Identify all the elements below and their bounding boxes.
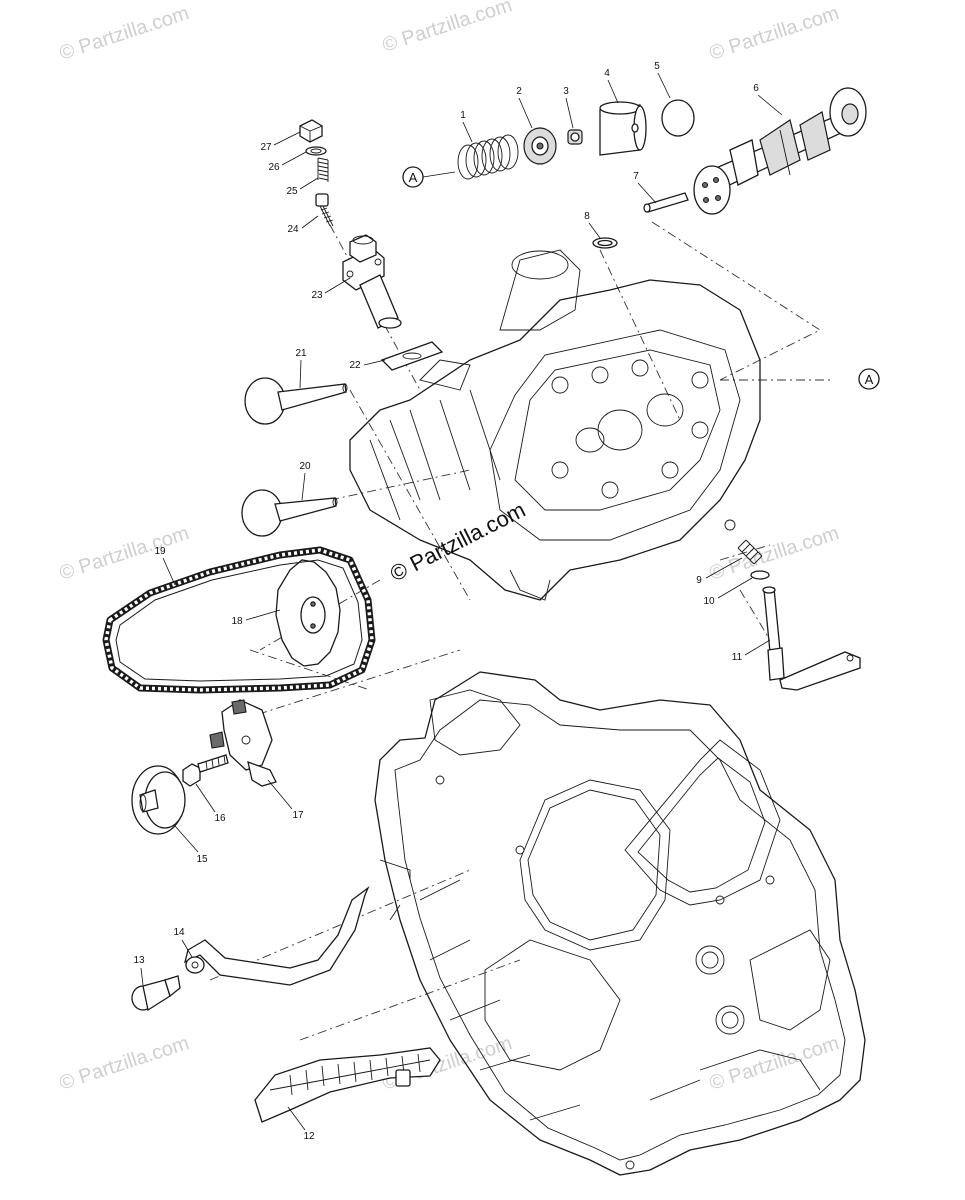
svg-text:16: 16 bbox=[214, 813, 226, 824]
callout-16: 16 bbox=[195, 783, 226, 824]
watermark-center: © Partzilla.com bbox=[386, 497, 529, 587]
cam-chain-tensioner-part bbox=[342, 234, 402, 329]
callout-14: 14 bbox=[173, 927, 193, 958]
callout-18: 18 bbox=[231, 609, 281, 627]
callout-6: 6 bbox=[753, 83, 783, 116]
svg-text:13: 13 bbox=[133, 955, 145, 966]
callout-labels: 1 2 3 4 5 6 7 8 bbox=[133, 61, 783, 1142]
callout-11: 11 bbox=[732, 639, 771, 663]
watermark-top-center: © Partzilla.com bbox=[380, 0, 515, 57]
pivot-bolt-part bbox=[131, 975, 181, 1012]
callout-1: 1 bbox=[460, 110, 473, 143]
svg-text:7: 7 bbox=[633, 171, 639, 182]
o-ring-part bbox=[592, 237, 618, 249]
tensioner-spring-part bbox=[317, 157, 329, 182]
valve-spring-part bbox=[457, 134, 519, 180]
chain-tensioner-plate-part bbox=[209, 699, 277, 787]
callout-7: 7 bbox=[633, 171, 657, 204]
svg-text:15: 15 bbox=[196, 854, 208, 865]
exhaust-valve-part bbox=[241, 489, 338, 537]
svg-text:4: 4 bbox=[604, 68, 610, 79]
valve-keeper-part bbox=[567, 129, 583, 145]
svg-text:1: 1 bbox=[460, 110, 466, 121]
cam-sprocket-part bbox=[275, 559, 341, 667]
cylinder-head-part bbox=[349, 249, 761, 601]
valve-shim-part bbox=[661, 99, 695, 137]
crank-pulley-part bbox=[131, 765, 186, 835]
svg-text:17: 17 bbox=[292, 810, 304, 821]
tensioner-shaft-lever-part bbox=[762, 586, 861, 691]
callout-22: 22 bbox=[349, 359, 386, 371]
callout-4: 4 bbox=[604, 68, 619, 104]
svg-text:A: A bbox=[409, 170, 418, 185]
callout-3: 3 bbox=[563, 86, 574, 129]
callout-5: 5 bbox=[654, 61, 671, 99]
svg-text:21: 21 bbox=[295, 348, 307, 359]
svg-text:19: 19 bbox=[154, 546, 166, 557]
svg-text:11: 11 bbox=[732, 652, 743, 663]
intake-valve-part bbox=[244, 377, 348, 425]
dowel-pin-part bbox=[643, 192, 689, 213]
callout-24: 24 bbox=[287, 215, 319, 235]
callout-13: 13 bbox=[133, 955, 145, 986]
svg-text:10: 10 bbox=[703, 596, 715, 607]
svg-text:9: 9 bbox=[696, 575, 702, 586]
tensioner-cap-bolt-part bbox=[299, 119, 323, 143]
sprocket-bolt-part bbox=[182, 754, 229, 787]
svg-text:22: 22 bbox=[349, 360, 361, 371]
svg-text:12: 12 bbox=[303, 1131, 315, 1142]
svg-text:20: 20 bbox=[299, 461, 311, 472]
thrust-washer-part bbox=[750, 570, 770, 580]
callout-8: 8 bbox=[584, 211, 601, 239]
svg-text:6: 6 bbox=[753, 83, 759, 94]
svg-text:25: 25 bbox=[286, 186, 298, 197]
watermark-top-left: © Partzilla.com bbox=[57, 2, 192, 65]
svg-text:14: 14 bbox=[173, 927, 185, 938]
callout-27: 27 bbox=[260, 131, 301, 153]
watermark-mid-right: © Partzilla.com bbox=[707, 522, 842, 585]
svg-text:27: 27 bbox=[260, 142, 272, 153]
tensioner-spring-small-part bbox=[737, 539, 763, 565]
callout-21: 21 bbox=[295, 348, 307, 389]
callout-10: 10 bbox=[703, 577, 753, 607]
svg-text:26: 26 bbox=[268, 162, 280, 173]
svg-text:A: A bbox=[865, 372, 874, 387]
valve-lifter-part bbox=[599, 101, 647, 156]
svg-text:18: 18 bbox=[231, 616, 243, 627]
callout-26: 26 bbox=[268, 151, 307, 173]
callout-12: 12 bbox=[287, 1106, 315, 1142]
svg-text:8: 8 bbox=[584, 211, 590, 222]
tensioner-bolt-part bbox=[315, 193, 334, 227]
watermark-bottom-left: © Partzilla.com bbox=[57, 1032, 192, 1095]
chain-guide-lower-part bbox=[254, 1047, 441, 1123]
svg-text:24: 24 bbox=[287, 224, 299, 235]
callout-20: 20 bbox=[299, 461, 311, 501]
svg-text:5: 5 bbox=[654, 61, 660, 72]
callout-23: 23 bbox=[311, 277, 351, 301]
svg-text:2: 2 bbox=[516, 86, 522, 97]
reference-marker-a-right: A bbox=[858, 368, 880, 390]
svg-text:3: 3 bbox=[563, 86, 569, 97]
callout-2: 2 bbox=[516, 86, 533, 129]
callout-19: 19 bbox=[154, 546, 176, 586]
callout-25: 25 bbox=[286, 177, 319, 197]
callout-17: 17 bbox=[267, 779, 304, 821]
crankcase-part bbox=[374, 671, 866, 1176]
reference-marker-a-left: A bbox=[402, 166, 456, 188]
cam-chain-part bbox=[102, 546, 376, 694]
spring-retainer-part bbox=[523, 127, 557, 165]
sealing-washer-part bbox=[305, 146, 327, 156]
watermark-top-right: © Partzilla.com bbox=[707, 2, 842, 65]
watermark-mid-left: © Partzilla.com bbox=[57, 522, 192, 585]
watermark-bottom-right: © Partzilla.com bbox=[707, 1032, 842, 1095]
chain-guide-upper-part bbox=[184, 886, 370, 986]
callout-9: 9 bbox=[696, 557, 743, 586]
callout-15: 15 bbox=[174, 825, 208, 865]
camshaft-part bbox=[693, 87, 867, 215]
svg-text:23: 23 bbox=[311, 290, 323, 301]
tensioner-gasket-part bbox=[380, 341, 444, 371]
